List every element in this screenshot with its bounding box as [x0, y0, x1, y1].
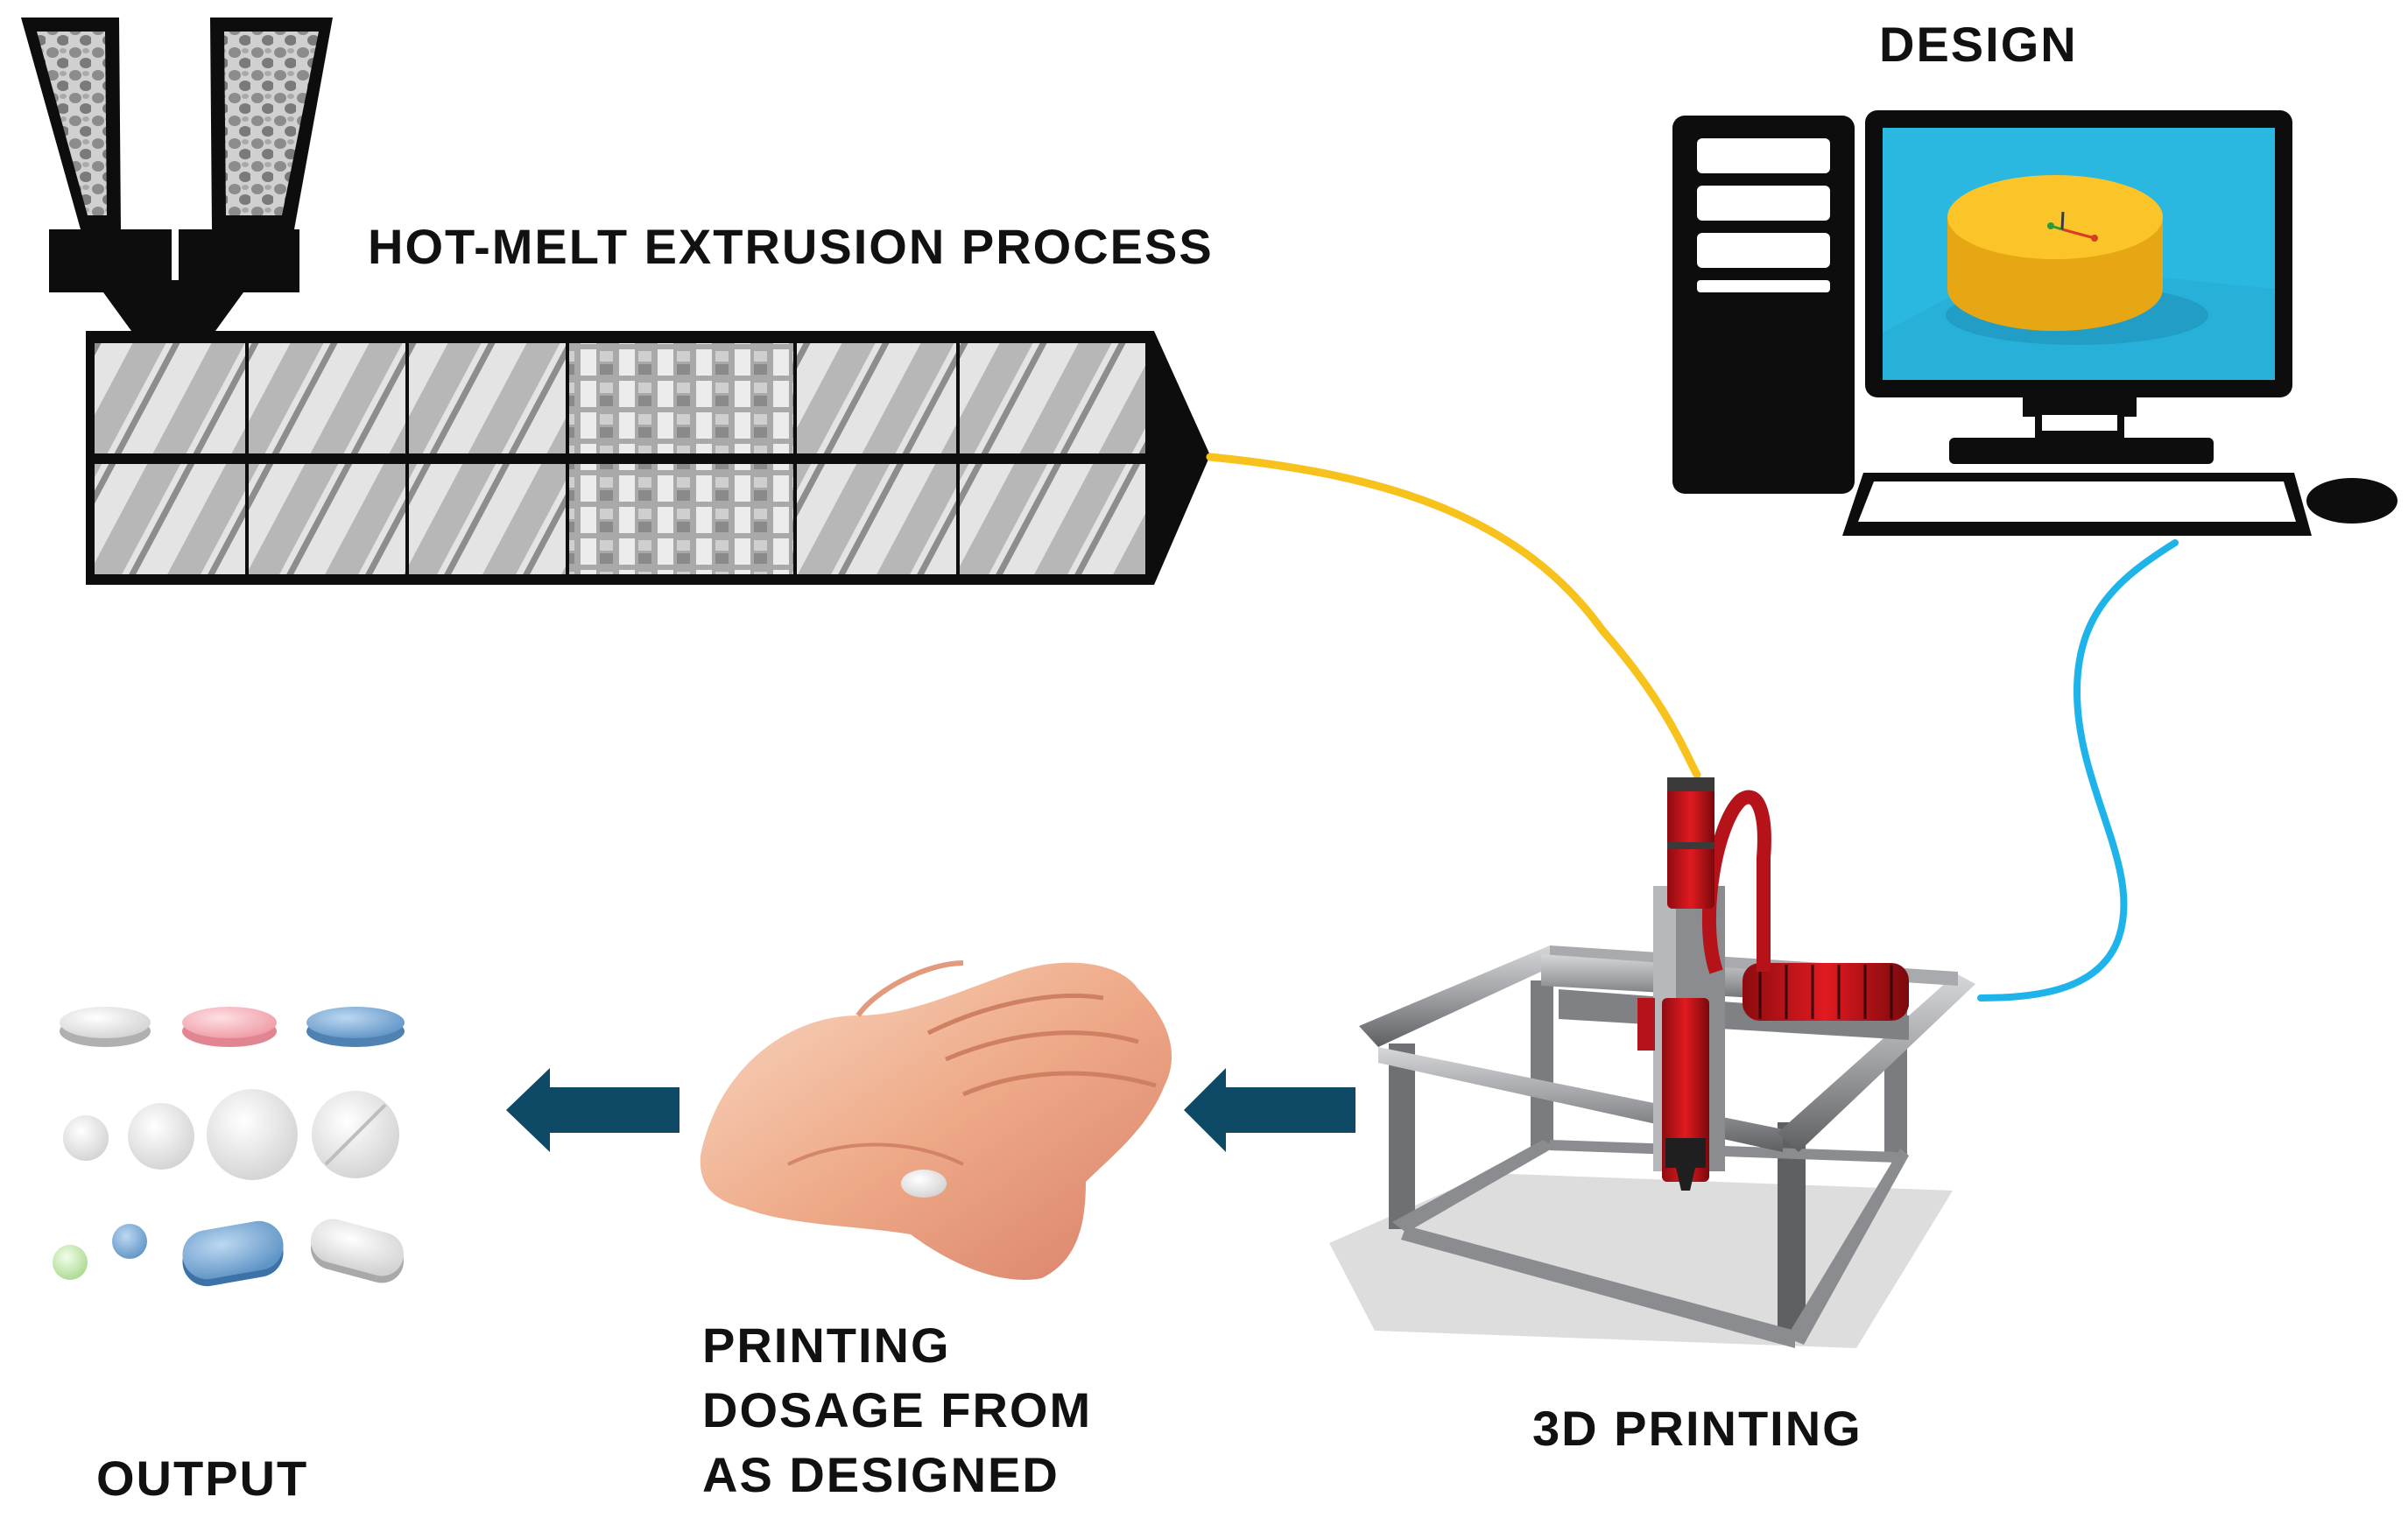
tablet-shapes-icon — [53, 1007, 405, 1287]
design-label: DESIGN — [1879, 17, 2078, 72]
feed-hopper-icon — [21, 18, 333, 331]
arrow-printer-to-hand — [1184, 1068, 1355, 1152]
desktop-computer-icon — [1672, 110, 2397, 536]
arrow-hand-to-output — [506, 1068, 679, 1152]
data-cable-line — [1977, 539, 2179, 1001]
printing-dosage-label: PRINTING DOSAGE FROM AS DESIGNED — [702, 1313, 1092, 1507]
twin-screw-extruder-icon — [86, 331, 1210, 585]
hand-holding-tablet-icon — [700, 960, 1172, 1280]
3d-printing-label: 3D PRINTING — [1532, 1401, 1862, 1456]
printing-dosage-line-2: DOSAGE FROM — [702, 1382, 1093, 1437]
printing-dosage-line-1: PRINTING — [702, 1318, 951, 1373]
extrudate-filament-line — [1206, 453, 1701, 779]
output-label: OUTPUT — [96, 1451, 309, 1506]
tablet-on-palm — [901, 1170, 947, 1198]
printing-dosage-line-3: AS DESIGNED — [702, 1447, 1060, 1502]
hot-melt-extrusion-label: HOT-MELT EXTRUSION PROCESS — [368, 219, 1214, 274]
3d-printer-gantry-icon — [1329, 777, 1975, 1348]
